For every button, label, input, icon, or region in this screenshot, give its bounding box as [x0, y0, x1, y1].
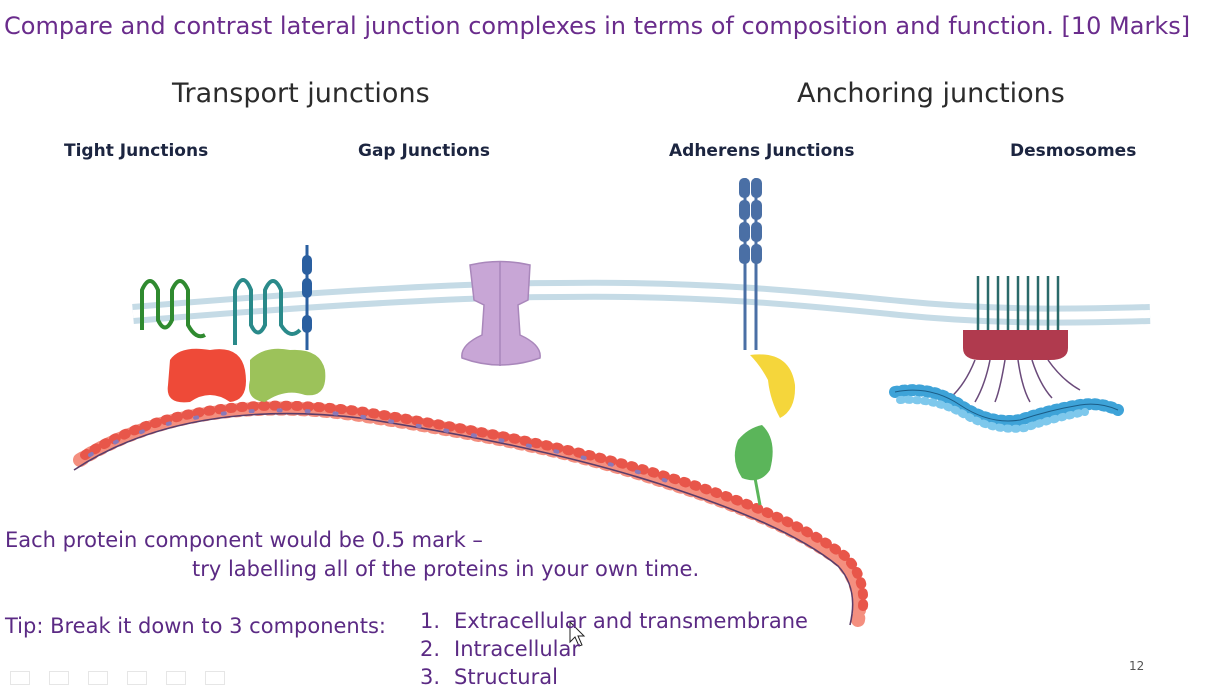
zoom-icon[interactable]: [166, 671, 187, 685]
adherens-junction-proteins: [734, 178, 796, 506]
pen-icon[interactable]: [88, 671, 109, 685]
anchoring-junctions-heading: Anchoring junctions: [797, 78, 1065, 109]
adherens-junctions-label: Adherens Junctions: [669, 141, 855, 161]
transport-junctions-heading: Transport junctions: [172, 78, 430, 109]
gap-junction-connexon: [461, 260, 541, 366]
slides-grid-icon[interactable]: [127, 671, 148, 685]
component-item-3: 3.Structural: [420, 665, 558, 689]
components-list: 1.Extracellular and transmembrane 2.Intr…: [420, 607, 808, 691]
component-item-2: 2.Intracellular: [420, 637, 581, 661]
note-line-2: try labelling all of the proteins in you…: [192, 557, 700, 581]
gap-junctions-label: Gap Junctions: [358, 141, 490, 161]
note-line-1: Each protein component would be 0.5 mark…: [5, 528, 483, 552]
tight-junction-proteins: [140, 245, 326, 403]
question-text: Compare and contrast lateral junction co…: [4, 12, 1191, 40]
presenter-toolbar: [10, 670, 239, 689]
cell-membrane: [132, 279, 1151, 326]
actin-filament: [73, 400, 869, 627]
tip-label: Tip: Break it down to 3 components:: [5, 614, 386, 638]
mouse-cursor-icon: [569, 620, 586, 647]
desmosomes-label: Desmosomes: [1010, 141, 1137, 161]
prev-slide-icon[interactable]: [10, 671, 30, 685]
tight-junctions-label: Tight Junctions: [64, 141, 209, 161]
component-item-1: 1.Extracellular and transmembrane: [420, 609, 808, 633]
next-slide-icon[interactable]: [49, 671, 70, 685]
desmosome-proteins: [889, 276, 1124, 433]
slide-number: 12: [1129, 659, 1145, 673]
more-options-icon[interactable]: [205, 671, 226, 685]
